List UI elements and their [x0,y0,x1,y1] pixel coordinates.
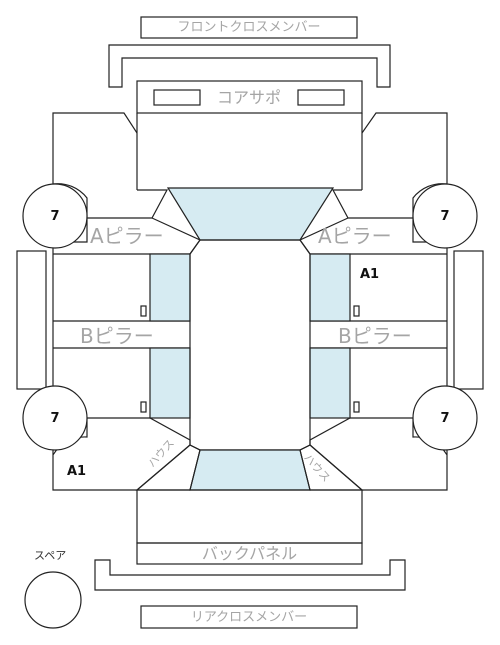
damage-code-rear-left-quarter: A1 [67,464,87,479]
tire-front-right-value: 7 [440,209,450,224]
left-side-sill [16,250,47,390]
a-pillar-left-label: Aピラー [90,224,164,248]
b-pillar-left-label: Bピラー [80,324,154,348]
front-cross-member-label: フロントクロスメンバー [177,20,321,35]
left-front-window [149,253,191,322]
trunk [136,489,363,544]
tire-rear-left [22,385,88,451]
back-panel [136,542,363,565]
right-rear-window [309,347,351,419]
a-pillar-right-label: Aピラー [318,224,392,248]
tire-front-right [412,183,478,249]
front-left-fender [52,112,169,219]
b-pillar-right-label: Bピラー [338,324,412,348]
damage-code-front-right-door: A1 [360,267,380,282]
tire-rear-right-value: 7 [440,411,450,426]
back-panel-label: バックパネル [201,543,298,563]
core-support-left-slot [153,89,201,106]
left-rear-door-handle [140,401,147,413]
left-rear-window [149,347,191,419]
spare-label: スペア [34,549,67,562]
spare-tire [24,571,82,629]
left-front-door-handle [140,305,147,317]
windshield [166,187,335,241]
front-right-fender [331,112,448,219]
right-rear-door-handle [353,401,360,413]
rear-cross-member-label: リアクロスメンバー [190,609,308,625]
core-support-label: コアサポ [216,87,281,107]
right-front-door-handle [353,305,360,317]
core-support-right-slot [297,89,345,106]
front-cross-member-bracket [108,44,391,88]
rear-cross-member-box [140,605,358,629]
roof [189,239,311,451]
front-cross-member-box [140,16,358,39]
right-front-window [309,253,351,322]
rear-window [189,449,311,491]
tire-rear-left-value: 7 [50,411,60,426]
rear-cross-member-bracket [94,559,406,591]
tire-front-left-value: 7 [50,209,60,224]
tire-rear-right [412,385,478,451]
tire-front-left [22,183,88,249]
core-support-frame [136,80,363,114]
right-side-sill [453,250,484,390]
